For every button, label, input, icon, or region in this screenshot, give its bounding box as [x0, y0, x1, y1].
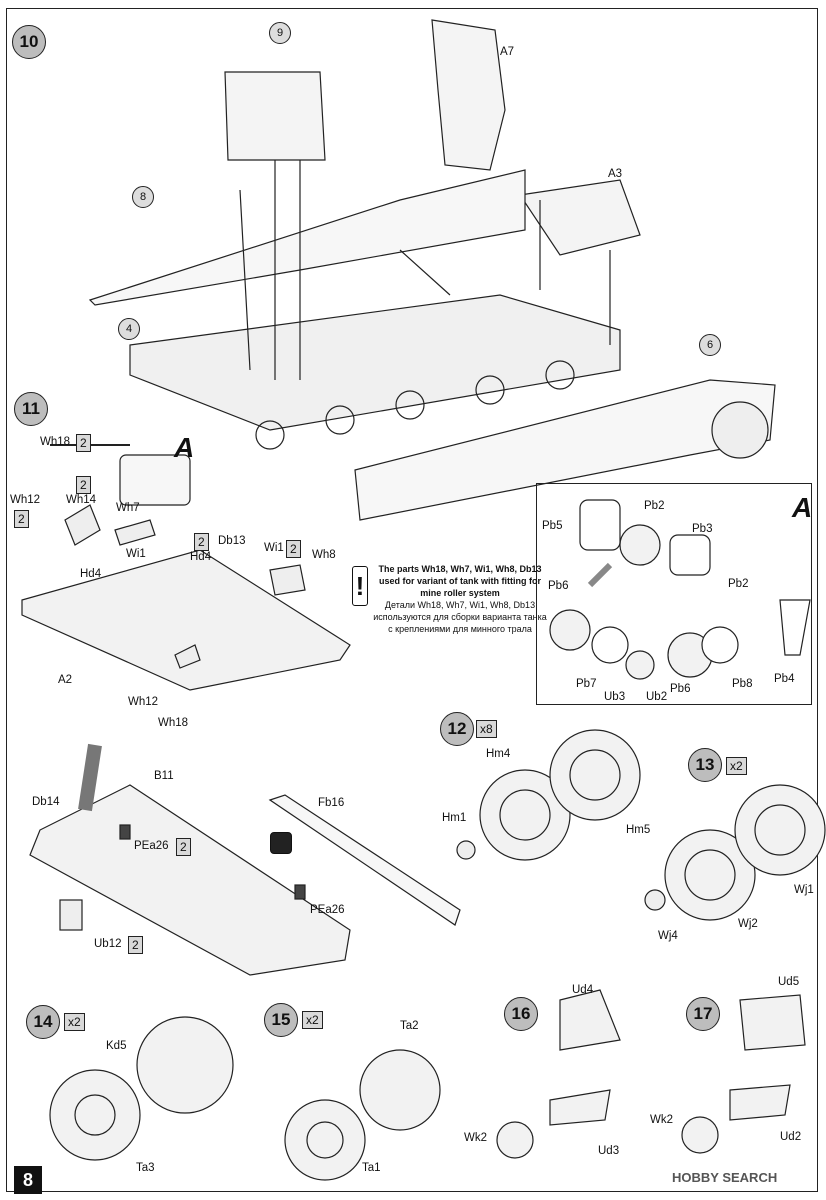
part-label-wh12-bottom: Wh12	[128, 696, 159, 708]
step-12-badge: 12	[440, 712, 474, 746]
part-a7-drawing	[431, 19, 506, 171]
part-label-ub2: Ub2	[646, 691, 668, 703]
part-label-a3: A3	[608, 168, 623, 180]
part-label-wj1: Wj1	[794, 884, 814, 896]
part-label-wk2-16: Wk2	[464, 1132, 487, 1144]
part-label-pb2-mid: Pb2	[728, 578, 749, 590]
part-label-ud2: Ud2	[780, 1131, 802, 1143]
part-label-pb2-top: Pb2	[644, 500, 665, 512]
part-label-hm4: Hm4	[486, 748, 511, 760]
part-label-pb6-bottom: Pb6	[670, 683, 691, 695]
alternate-version-icon	[270, 832, 292, 854]
step-12-quantity: x8	[476, 720, 497, 738]
callout-9: 9	[269, 22, 291, 44]
part-label-wh18-top: Wh18	[40, 436, 71, 448]
part-9-drawing	[224, 71, 326, 161]
part-label-pb6-left: Pb6	[548, 580, 569, 592]
step-15-quantity: x2	[302, 1011, 323, 1029]
part-label-wi1-right: Wi1	[264, 542, 284, 554]
callout-4: 4	[118, 318, 140, 340]
step-13-badge: 13	[688, 748, 722, 782]
part-fb16-drawing	[268, 794, 461, 926]
wheel-hm4-drawing	[479, 769, 571, 861]
page-number: 8	[14, 1166, 42, 1194]
part-label-db13: Db13	[218, 535, 246, 547]
part-label-ud5: Ud5	[778, 976, 800, 988]
part-label-ta2: Ta2	[400, 1020, 419, 1032]
part-label-a2: A2	[58, 674, 73, 686]
part-label-ub3: Ub3	[604, 691, 626, 703]
part-label-hm5: Hm5	[626, 824, 651, 836]
part-label-wh12-left: Wh12	[10, 494, 41, 506]
part-ud4-drawing	[559, 989, 621, 1051]
variant-note-ru: Детали Wh18, Wh7, Wi1, Wh8, Db13 использ…	[373, 600, 547, 634]
wheel-hm5-drawing	[549, 729, 641, 821]
part-4-drawing	[129, 294, 621, 431]
step-14-badge: 14	[26, 1005, 60, 1039]
part-b11-drawing	[29, 784, 351, 976]
part-6-drawing	[354, 379, 776, 521]
sprocket-kd5-drawing	[136, 1016, 234, 1114]
section-a-marker: A	[174, 432, 195, 463]
part-label-wh18-bottom: Wh18	[158, 717, 189, 729]
warning-icon: !	[352, 566, 368, 606]
part-label-pea26-right: PEa26	[310, 904, 345, 916]
wheel-wj1-drawing	[734, 784, 826, 876]
idler-ta2-drawing	[359, 1049, 441, 1131]
part-label-ud4: Ud4	[572, 984, 594, 996]
part-8-drawing	[88, 169, 526, 306]
page-border	[6, 8, 818, 1192]
part-label-wj4: Wj4	[658, 930, 678, 942]
part-label-ud3: Ud3	[598, 1145, 620, 1157]
part-label-wh7: Wh7	[116, 502, 140, 514]
step-14-quantity: x2	[64, 1013, 85, 1031]
part-label-ta3: Ta3	[136, 1162, 155, 1174]
part-label-pea26-left: PEa26	[134, 840, 169, 852]
part-label-pb3: Pb3	[692, 523, 713, 535]
callout-8: 8	[132, 186, 154, 208]
step-15-badge: 15	[264, 1003, 298, 1037]
part-label-hm1: Hm1	[442, 812, 467, 824]
part-label-hd4-mid: Hd4	[190, 551, 212, 563]
watermark: HOBBY SEARCH	[672, 1170, 778, 1185]
variant-note-en: The parts Wh18, Wh7, Wi1, Wh8, Db13 used…	[378, 564, 542, 598]
detail-a-marker: A	[792, 492, 813, 523]
step-13-quantity: x2	[726, 757, 747, 775]
callout-6: 6	[699, 334, 721, 356]
part-label-fb16: Fb16	[318, 797, 345, 809]
part-label-pb5: Pb5	[542, 520, 563, 532]
part-qty-wi1-right: 2	[286, 540, 301, 558]
step-11-badge: 11	[14, 392, 48, 426]
part-label-pb7: Pb7	[576, 678, 597, 690]
part-qty-wh14: 2	[76, 476, 91, 494]
step-16-badge: 16	[504, 997, 538, 1031]
part-label-pb4: Pb4	[774, 673, 795, 685]
part-label-wk2-17: Wk2	[650, 1114, 673, 1126]
part-label-ub12: Ub12	[94, 938, 122, 950]
wheel-wj2-drawing	[664, 829, 756, 921]
part-a3-drawing	[518, 179, 641, 256]
part-qty-wh18-top: 2	[76, 434, 91, 452]
part-ud5-drawing	[739, 994, 806, 1051]
part-qty-wh12-left: 2	[14, 510, 29, 528]
part-label-a7: A7	[500, 46, 515, 58]
step-17-badge: 17	[686, 997, 720, 1031]
part-label-pb8: Pb8	[732, 678, 753, 690]
part-label-b11: B11	[154, 770, 174, 782]
part-qty-pea26-left: 2	[176, 838, 191, 856]
part-label-db14: Db14	[32, 796, 60, 808]
part-label-wj2: Wj2	[738, 918, 758, 930]
part-label-wh14: Wh14	[66, 494, 97, 506]
variant-note: The parts Wh18, Wh7, Wi1, Wh8, Db13 used…	[370, 563, 550, 635]
detail-a-box	[536, 483, 812, 705]
step-10-badge: 10	[12, 25, 46, 59]
part-label-hd4-left: Hd4	[80, 568, 102, 580]
part-label-wi1-left: Wi1	[126, 548, 146, 560]
part-qty-hd4-mid: 2	[194, 533, 209, 551]
part-label-wh8: Wh8	[312, 549, 336, 561]
part-qty-ub12: 2	[128, 936, 143, 954]
part-label-kd5: Kd5	[106, 1040, 127, 1052]
part-label-ta1: Ta1	[362, 1162, 381, 1174]
